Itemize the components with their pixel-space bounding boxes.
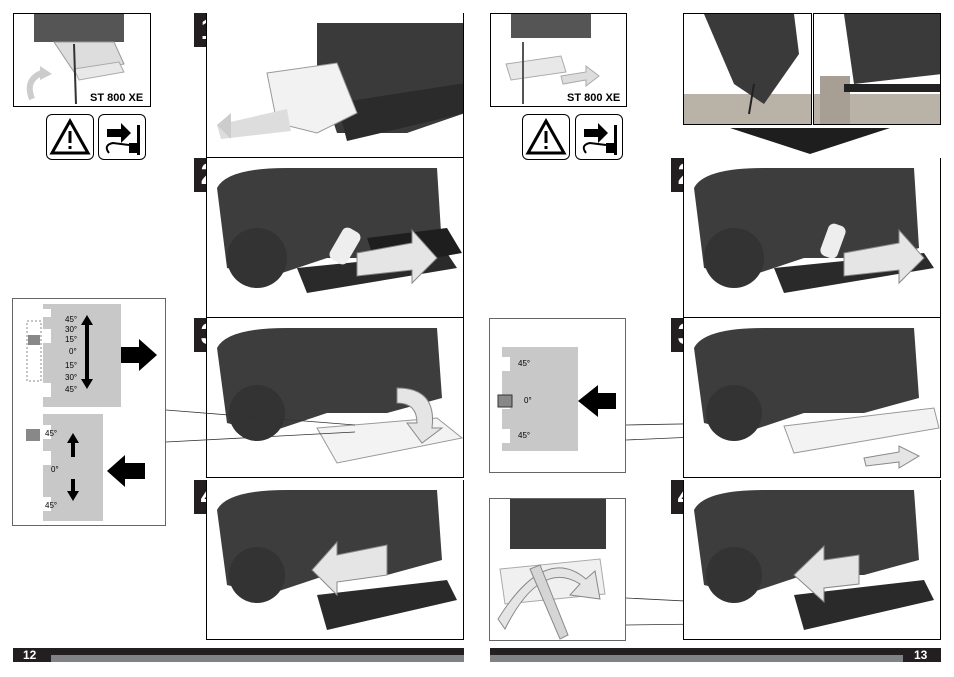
jigsaw-figure-4 (217, 490, 457, 630)
angle-label-45-top: 45° (45, 429, 58, 438)
unplug-icon (582, 123, 617, 155)
right-step-3-figure (683, 318, 941, 478)
step-3-figure (206, 318, 464, 478)
jigsaw-figure-2 (217, 168, 462, 293)
right-step-4-figure (683, 480, 941, 640)
angle-label-lower-30: 30° (65, 373, 78, 382)
down-arrow-icon (730, 128, 890, 154)
bevel-angle-detail-left: 45° 30° 15° 0° 15° 30° 45° 45° 0° 45° (12, 298, 166, 526)
angle-label-lower-45: 45° (65, 385, 78, 394)
step-4-figure (206, 480, 464, 640)
angle-label-45-bottom-right: 45° (518, 431, 531, 440)
warning-triangle-icon (49, 117, 91, 155)
unplug-icon (105, 123, 140, 155)
angle-label-45-top-right: 45° (518, 359, 531, 368)
jigsaw-figure-3 (217, 328, 463, 464)
angle-label-upper-45: 45° (65, 315, 78, 324)
bevel-scale-illustration-right (497, 347, 616, 451)
jigsaw-blade-illustration (26, 14, 125, 105)
footer-bar-left: 12 (13, 648, 464, 662)
jigsaw-on-wood-illustration (814, 14, 940, 124)
unplug-icon-box-right (575, 114, 623, 160)
step-1-figure (206, 13, 464, 158)
angle-label-upper-0: 0° (69, 347, 77, 356)
angle-label-upper-15: 15° (65, 335, 78, 344)
angle-label-upper-30: 30° (65, 325, 78, 334)
blade-thumbnail-left: ST 800 XE (13, 13, 151, 107)
right-jigsaw-figure-3 (694, 328, 940, 469)
warning-icon-box-right (522, 114, 570, 160)
right-jigsaw-figure-4 (694, 490, 934, 630)
model-label: ST 800 XE (90, 92, 144, 104)
right-jigsaw-figure-2 (694, 168, 934, 293)
footer-bar-right: 13 (490, 648, 941, 662)
jigsaw-figure-1 (217, 23, 463, 141)
bevel-scale-illustration (26, 304, 157, 521)
angle-label-45-bottom: 45° (45, 501, 58, 510)
unplug-icon-box (98, 114, 146, 160)
bevel-angle-detail-right: 45° 0° 45° (489, 318, 626, 473)
page-number-right: 13 (914, 648, 928, 662)
warning-icon-box (46, 114, 94, 160)
cutting-photo-left (683, 13, 812, 125)
blade-thumbnail-right: ST 800 XE (490, 13, 627, 107)
blade-orientation-illustration (497, 499, 606, 640)
angle-label-0-right: 0° (524, 396, 532, 405)
step-2-figure (206, 158, 464, 318)
cutting-photo-right (813, 13, 941, 125)
angle-label-0: 0° (51, 465, 59, 474)
blade-orientation-detail (489, 498, 626, 641)
angle-label-lower-15: 15° (65, 361, 78, 370)
jigsaw-blade-illustration-right (505, 14, 600, 104)
warning-triangle-icon (525, 117, 567, 155)
model-label-right: ST 800 XE (567, 92, 621, 104)
page-number-left: 12 (23, 648, 37, 662)
right-step-2-figure (683, 158, 941, 318)
jigsaw-cutting-wood-illustration (684, 14, 811, 124)
